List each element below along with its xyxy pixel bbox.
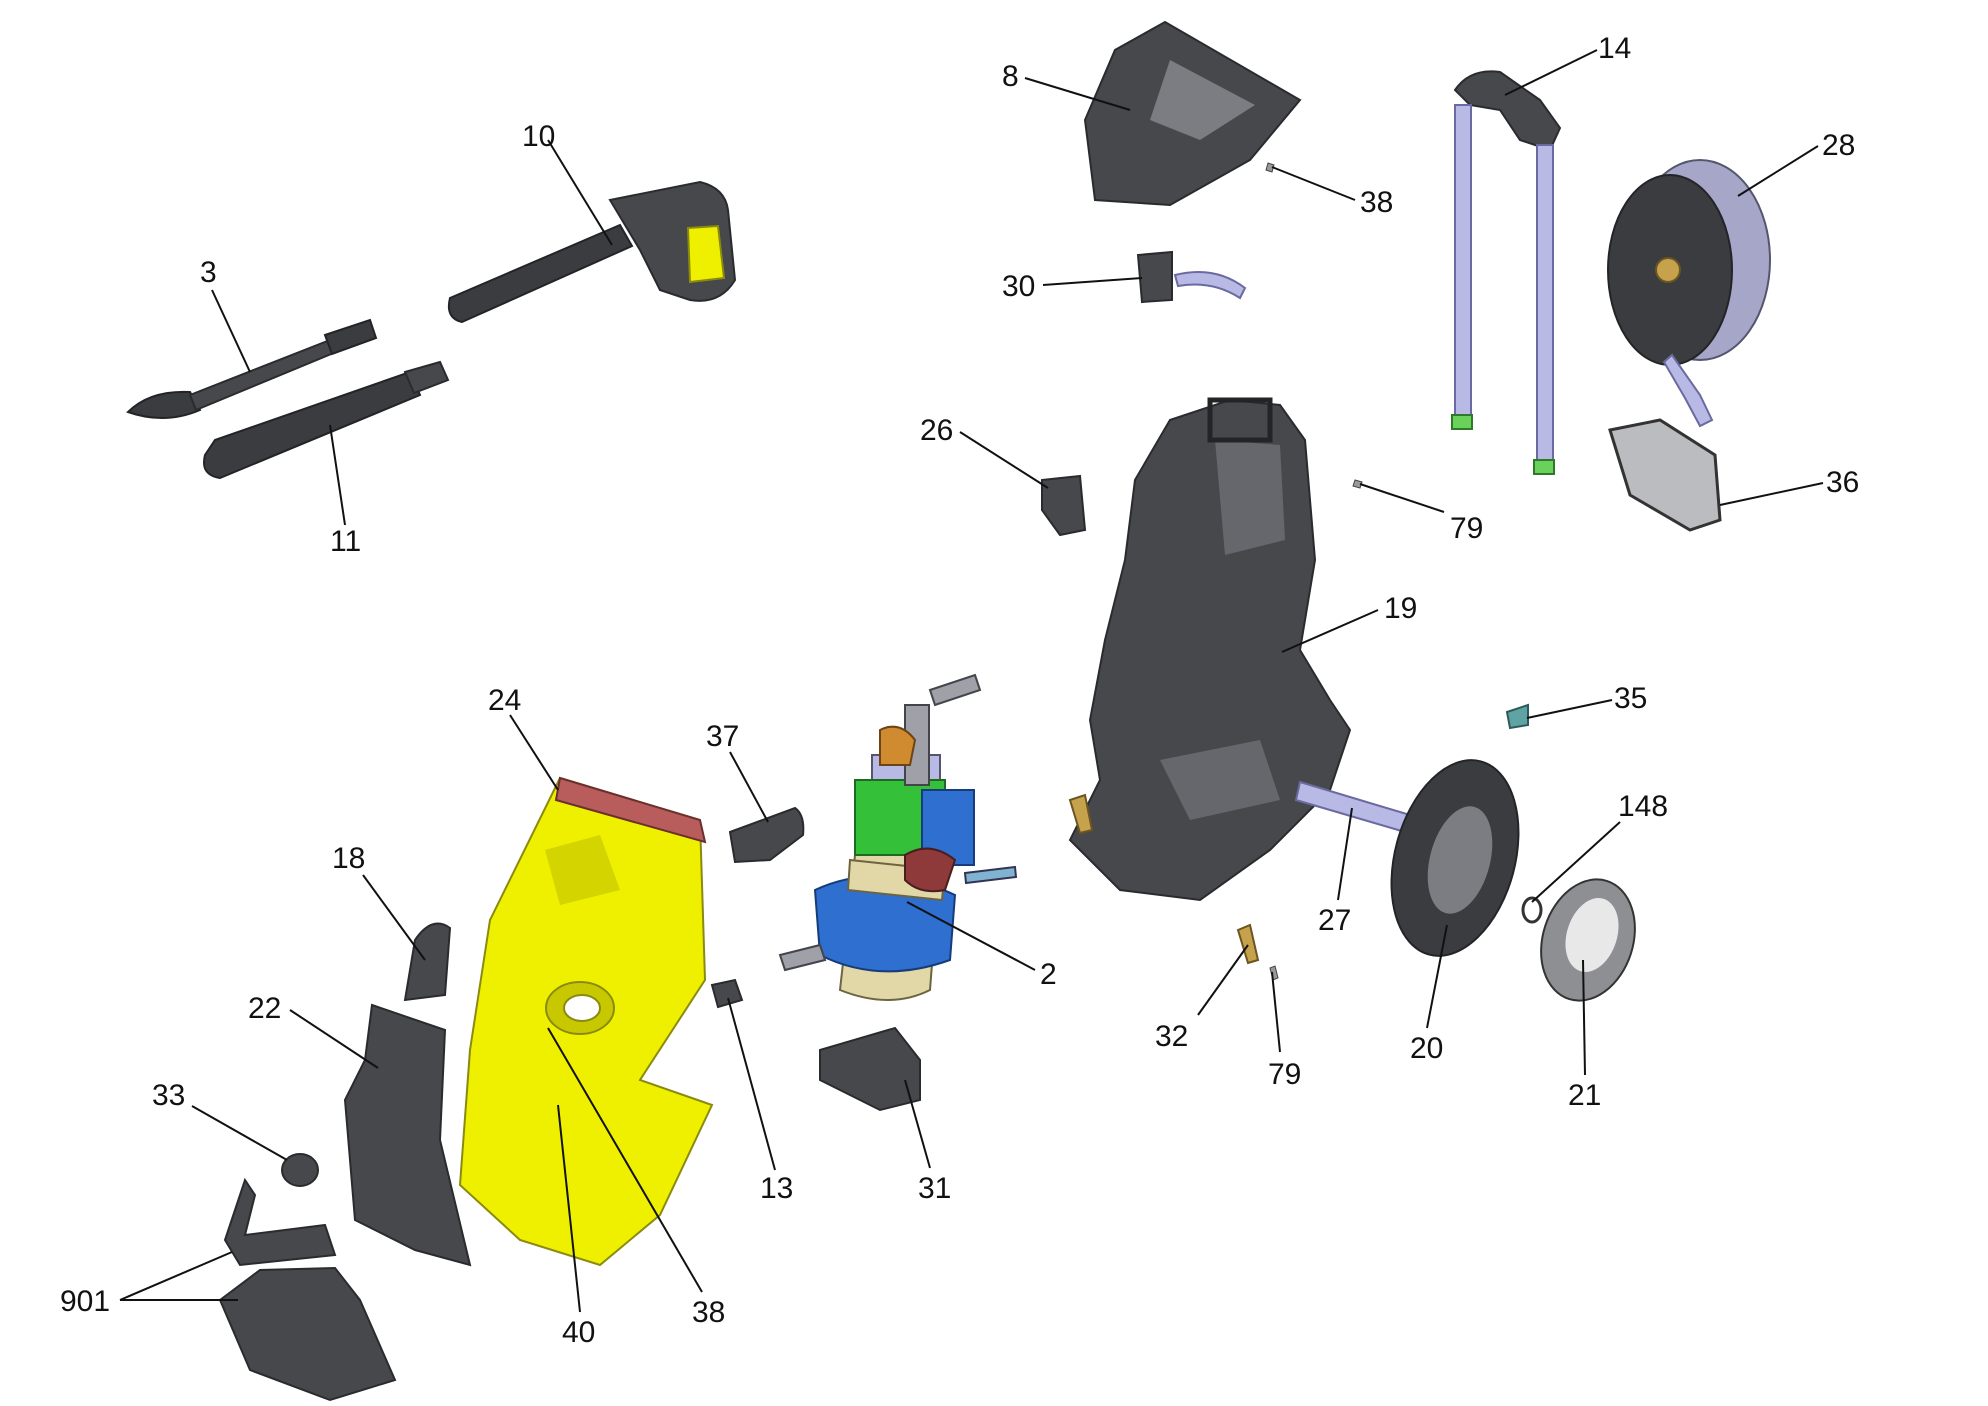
part-18-small-cover — [403, 922, 452, 1002]
callout-33: 33 — [152, 1079, 185, 1112]
leader-19 — [1281, 609, 1379, 653]
part-79-screw-top — [1352, 479, 1363, 489]
callout-11: 11 — [330, 525, 361, 558]
leader-37 — [729, 751, 769, 823]
part-901-base-plates — [218, 1177, 397, 1402]
callout-10: 10 — [522, 120, 555, 153]
leader-32 — [1197, 944, 1249, 1016]
callout-36: 36 — [1826, 466, 1859, 499]
leader-8 — [1024, 77, 1131, 111]
part-11-lance — [203, 360, 450, 480]
callout-24: 24 — [488, 684, 521, 717]
leader-38b — [547, 1027, 703, 1293]
callout-21: 21 — [1568, 1079, 1601, 1112]
callout-37: 37 — [706, 720, 739, 753]
leader-79b — [1271, 971, 1281, 1053]
part-26-clip — [1041, 474, 1087, 537]
leader-36 — [1719, 482, 1824, 506]
part-2-motor-pump-unit — [778, 673, 1018, 1001]
callout-3: 3 — [200, 256, 217, 289]
callout-38a: 38 — [1360, 186, 1393, 219]
callout-26: 26 — [920, 414, 953, 447]
part-36-filter-mesh — [1608, 418, 1722, 532]
leader-2 — [906, 901, 1036, 971]
leader-901a — [119, 1251, 233, 1301]
part-30-valve — [1136, 250, 1247, 304]
part-28-hose-reel — [1607, 159, 1771, 428]
part-148-retaining-ring — [1521, 896, 1543, 924]
callout-79b: 79 — [1268, 1058, 1301, 1091]
part-14-push-handle — [1451, 70, 1562, 475]
leader-27 — [1337, 807, 1353, 901]
part-3-spray-lance — [126, 318, 378, 420]
part-22-side-panel — [343, 1003, 472, 1267]
chassis-side-screw — [1068, 793, 1094, 835]
callout-8: 8 — [1002, 60, 1019, 93]
leader-79a — [1359, 483, 1445, 513]
callout-35: 35 — [1614, 682, 1647, 715]
part-20-wheel — [1390, 759, 1520, 957]
callout-901: 901 — [60, 1285, 110, 1318]
leader-40 — [557, 1104, 581, 1313]
callout-18: 18 — [332, 842, 365, 875]
callout-32: 32 — [1155, 1020, 1188, 1053]
part-24-front-housing — [458, 776, 714, 1267]
leader-3 — [211, 289, 251, 373]
part-31-bracket — [819, 1026, 921, 1112]
callout-22: 22 — [248, 992, 281, 1025]
leader-148 — [1531, 821, 1621, 903]
leader-21 — [1582, 959, 1586, 1076]
leader-28 — [1737, 145, 1819, 197]
part-37-cap — [728, 806, 805, 864]
callout-31: 31 — [918, 1172, 951, 1205]
leader-31 — [904, 1079, 931, 1169]
part-35-label-tag — [1505, 703, 1529, 730]
part-33-knob — [281, 1153, 319, 1187]
leader-24 — [509, 714, 559, 791]
leader-35 — [1526, 699, 1613, 719]
callout-19: 19 — [1384, 592, 1417, 625]
part-19-main-chassis — [1068, 397, 1352, 902]
leader-33 — [191, 1105, 288, 1161]
leader-11 — [329, 424, 346, 526]
callout-79a: 79 — [1450, 512, 1483, 545]
part-10-trigger-gun — [447, 180, 737, 324]
callout-13: 13 — [760, 1172, 793, 1205]
callout-27: 27 — [1318, 904, 1351, 937]
leader-26 — [959, 431, 1049, 489]
leader-20 — [1426, 924, 1448, 1029]
leader-38a — [1271, 166, 1356, 201]
part-32-screw — [1236, 923, 1260, 965]
callout-14: 14 — [1598, 32, 1631, 65]
callout-148: 148 — [1618, 790, 1668, 823]
part-38-screw-top — [1265, 162, 1275, 173]
leader-22 — [289, 1009, 379, 1069]
callout-20: 20 — [1410, 1032, 1443, 1065]
part-8-accessory-tray — [1083, 20, 1302, 207]
callout-38b: 38 — [692, 1296, 725, 1329]
leader-lines — [119, 49, 1824, 1313]
leader-10 — [547, 139, 613, 246]
leader-18 — [362, 874, 426, 961]
callout-40: 40 — [562, 1316, 595, 1349]
callout-30: 30 — [1002, 270, 1035, 303]
part-21-hubcap — [1540, 878, 1636, 1002]
callout-labels: 2 3 8 10 11 13 14 18 19 20 21 22 24 26 2… — [60, 32, 1859, 1349]
callout-2: 2 — [1040, 958, 1057, 991]
callout-28: 28 — [1822, 129, 1855, 162]
leader-14 — [1504, 49, 1598, 96]
leader-30 — [1042, 277, 1143, 286]
part-13-plug — [710, 978, 744, 1009]
leader-13 — [727, 997, 776, 1171]
